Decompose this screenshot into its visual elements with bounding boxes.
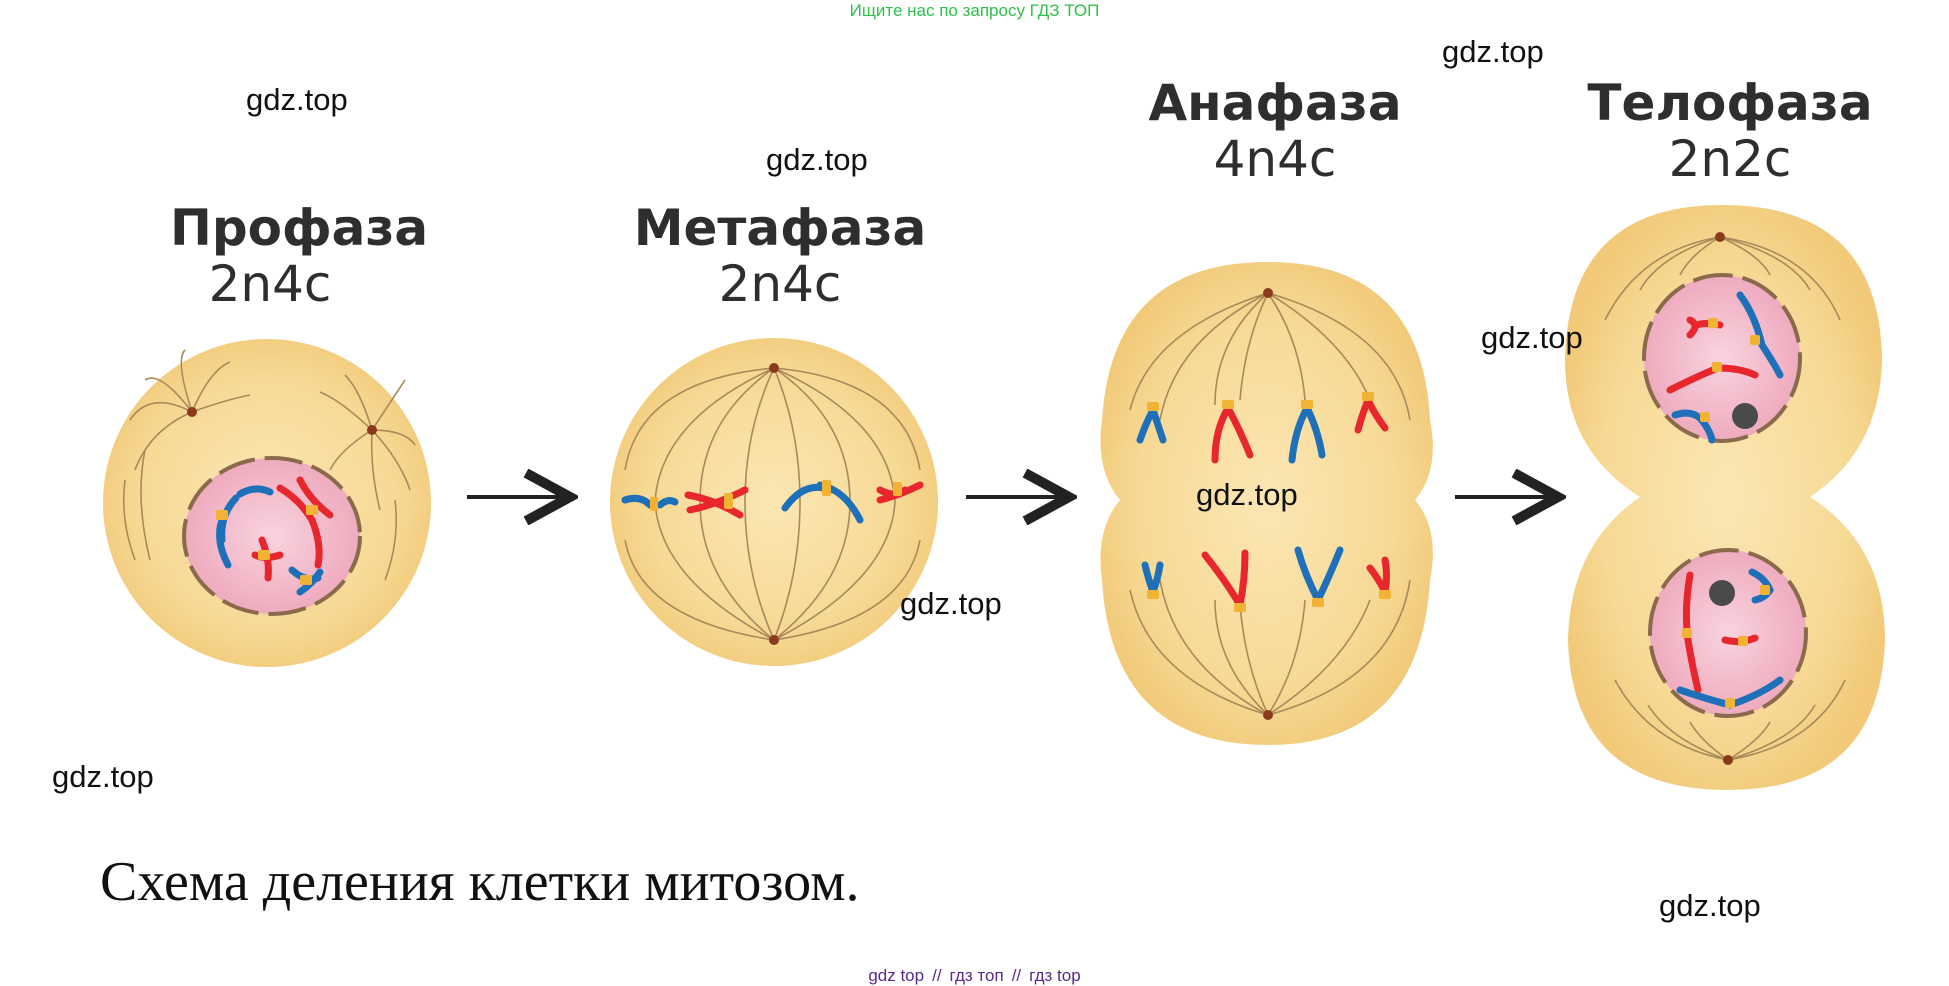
watermark: gdz.top bbox=[766, 142, 868, 177]
footer-separator: // bbox=[1011, 966, 1022, 985]
telophase-label: Телофаза 2n2c bbox=[1580, 75, 1880, 187]
centriole-icon bbox=[769, 635, 779, 645]
metaphase-cell bbox=[610, 338, 938, 666]
phase-formula: 2n4c bbox=[208, 255, 332, 313]
centriole-icon bbox=[1715, 232, 1725, 242]
centriole-icon bbox=[1263, 288, 1273, 298]
footer-link[interactable]: гдз топ bbox=[949, 966, 1004, 985]
phase-formula: 2n2c bbox=[1668, 130, 1792, 188]
telophase-nucleus-top bbox=[1642, 273, 1802, 443]
phase-formula: 4n4c bbox=[1213, 130, 1337, 188]
phase-formula: 2n4c bbox=[718, 255, 842, 313]
centriole-icon bbox=[769, 363, 779, 373]
anaphase-cell bbox=[1100, 262, 1433, 745]
centriole-icon bbox=[1263, 710, 1273, 720]
centriole-icon bbox=[187, 407, 197, 417]
prophase-label: Профаза 2n4c bbox=[170, 199, 429, 313]
phase-title: Телофаза bbox=[1587, 74, 1873, 132]
telophase-spindle-fibers bbox=[1604, 236, 1846, 761]
footer-link[interactable]: гдз top bbox=[1029, 966, 1081, 985]
nucleolus-icon bbox=[1709, 580, 1735, 606]
metaphase-label: Метафаза 2n4c bbox=[630, 200, 930, 312]
watermark: gdz.top bbox=[246, 82, 348, 117]
centriole-icon bbox=[1723, 755, 1733, 765]
watermark: gdz.top bbox=[52, 759, 154, 794]
watermark: gdz.top bbox=[1442, 34, 1544, 69]
watermark: gdz.top bbox=[1196, 477, 1298, 512]
nucleolus-icon bbox=[1732, 403, 1758, 429]
prophase-cell bbox=[103, 339, 431, 667]
prophase-spindle-fibers bbox=[122, 349, 416, 581]
anaphase-label: Анафаза 4n4c bbox=[1130, 75, 1420, 187]
watermark: gdz.top bbox=[900, 586, 1002, 621]
diagram-caption: Схема деления клетки митозом. bbox=[100, 851, 860, 913]
top-banner: Ищите нас по запросу ГДЗ ТОП bbox=[849, 1, 1100, 20]
footer-separator: // bbox=[932, 966, 942, 985]
telophase-nucleus-bottom bbox=[1648, 548, 1808, 718]
footer-link[interactable]: gdz top bbox=[868, 966, 925, 985]
anaphase-spindle-fibers bbox=[1129, 292, 1411, 716]
phase-title: Метафаза bbox=[633, 199, 927, 257]
anaphase-chromosomes-bottom bbox=[1141, 546, 1390, 609]
prophase-nucleus bbox=[182, 456, 362, 616]
footer-links: gdz top // гдз топ // гдз top bbox=[0, 966, 1949, 986]
anaphase-chromosomes-top bbox=[1136, 396, 1389, 464]
watermark: gdz.top bbox=[1659, 888, 1761, 923]
centriole-icon bbox=[367, 425, 377, 435]
watermark: gdz.top bbox=[1481, 320, 1583, 355]
phase-title: Анафаза bbox=[1148, 74, 1402, 132]
phase-title: Профаза bbox=[170, 199, 429, 257]
telophase-cell bbox=[1565, 205, 1885, 790]
